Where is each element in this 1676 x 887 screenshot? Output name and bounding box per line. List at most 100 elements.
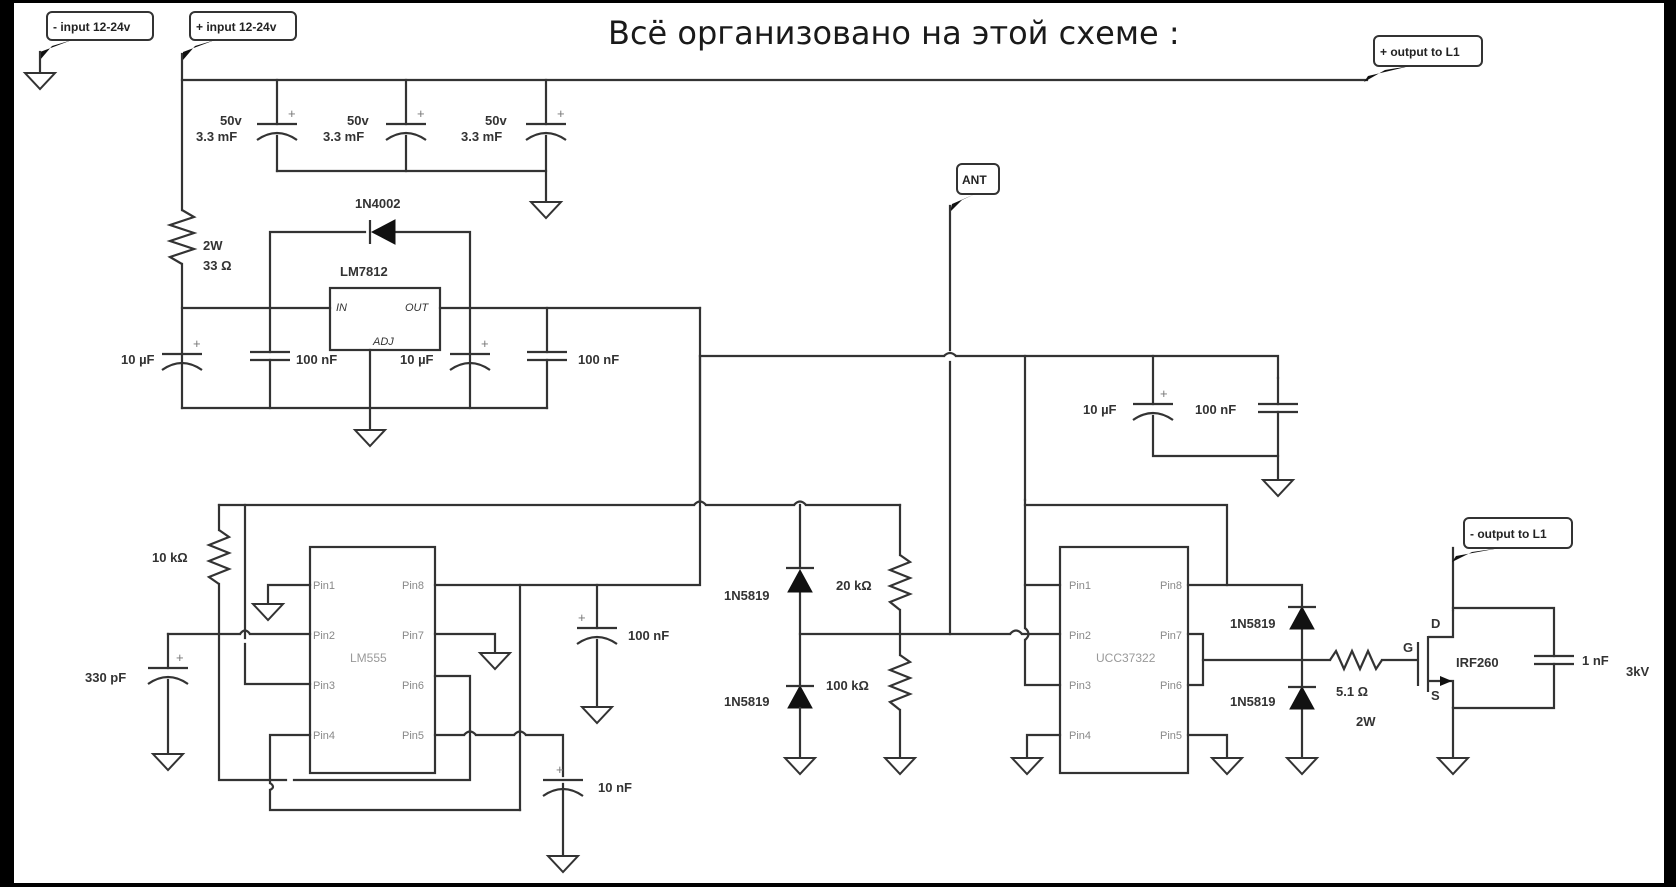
reg-cap-10uf-out: + 10 µF: [400, 336, 491, 371]
svg-text:IN: IN: [336, 302, 347, 314]
diode-1n5819-drv-top: 1N5819: [1230, 605, 1316, 631]
svg-text:10 kΩ: 10 kΩ: [152, 550, 188, 565]
svg-text:Pin8: Pin8: [1160, 580, 1182, 592]
svg-text:+: +: [193, 336, 201, 351]
diode-1n5819-ant-bottom: 1N5819: [724, 684, 814, 760]
input-cap-2: + 50v 3.3 mF: [323, 78, 427, 173]
svg-text:+: +: [481, 336, 489, 351]
schematic-title: Всё организовано на этой схеме :: [608, 14, 1180, 52]
svg-text:+: +: [417, 106, 425, 121]
paper-background: [14, 3, 1664, 883]
svg-text:Pin5: Pin5: [1160, 730, 1182, 742]
svg-text:+: +: [556, 762, 564, 777]
svg-text:50v: 50v: [220, 113, 242, 128]
pos-output-tag: + output to L1: [1364, 35, 1483, 82]
svg-text:10 µF: 10 µF: [121, 352, 155, 367]
svg-text:10 nF: 10 nF: [598, 780, 632, 795]
snubber-cap-1nf: 1 nF 3kV: [1534, 653, 1649, 679]
svg-text:50v: 50v: [347, 113, 369, 128]
ucc37322-driver: UCC37322 Pin1 Pin2 Pin3 Pin4 Pin8 Pin7 P…: [1058, 545, 1190, 775]
svg-text:OUT: OUT: [405, 302, 430, 314]
svg-text:3kV: 3kV: [1626, 664, 1649, 679]
svg-text:100 nF: 100 nF: [296, 352, 337, 367]
svg-text:Pin2: Pin2: [313, 630, 335, 642]
input-cap-1: + 50v 3.3 mF: [196, 78, 298, 173]
svg-text:33 Ω: 33 Ω: [203, 258, 232, 273]
svg-text:Pin6: Pin6: [402, 680, 424, 692]
diode-1n4002: 1N4002: [355, 196, 401, 245]
svg-text:3.3 mF: 3.3 mF: [461, 129, 502, 144]
timer-cap-10nf: + 10 nF: [542, 762, 632, 857]
svg-text:100 kΩ: 100 kΩ: [826, 678, 869, 693]
diode-1n5819-ant-top: 1N5819: [724, 503, 814, 694]
resistor-10k: 10 kΩ: [152, 529, 232, 585]
svg-text:2W: 2W: [203, 238, 223, 253]
svg-text:UCC37322: UCC37322: [1096, 651, 1156, 665]
svg-text:G: G: [1403, 640, 1413, 655]
svg-text:10 µF: 10 µF: [400, 352, 434, 367]
svg-text:LM7812: LM7812: [340, 264, 388, 279]
driver-cap-10uf: + 10 µF: [1083, 386, 1174, 421]
driver-cap-100nf: 100 nF: [1195, 376, 1298, 480]
svg-text:ADJ: ADJ: [372, 336, 394, 348]
svg-text:20 kΩ: 20 kΩ: [836, 578, 872, 593]
svg-text:1N5819: 1N5819: [1230, 694, 1276, 709]
svg-text:100 nF: 100 nF: [628, 628, 669, 643]
svg-text:1N5819: 1N5819: [1230, 616, 1276, 631]
svg-text:1N5819: 1N5819: [724, 588, 770, 603]
svg-text:Pin1: Pin1: [313, 580, 335, 592]
svg-text:+: +: [578, 610, 586, 625]
resistor-20k: 20 kΩ: [836, 554, 913, 611]
svg-text:Pin7: Pin7: [402, 630, 424, 642]
svg-text:Pin5: Pin5: [402, 730, 424, 742]
svg-text:+: +: [288, 106, 296, 121]
svg-text:+: +: [176, 650, 184, 665]
svg-text:IRF260: IRF260: [1456, 655, 1499, 670]
lm555-timer: LM555 Pin1 Pin2 Pin3 Pin4 Pin8 Pin7 Pin6…: [308, 545, 437, 775]
svg-text:100 nF: 100 nF: [1195, 402, 1236, 417]
resistor-33ohm: 2W 33 Ω: [166, 209, 232, 273]
input-cap-3: + 50v 3.3 mF: [461, 78, 567, 173]
svg-text:3.3 mF: 3.3 mF: [196, 129, 237, 144]
pos-input-tag: + input 12-24v: [183, 11, 297, 60]
pos-input-label: + input 12-24v: [196, 20, 277, 34]
neg-output-tag: - output to L1: [1452, 517, 1573, 562]
diode-1n5819-drv-bottom: 1N5819: [1230, 685, 1316, 710]
svg-text:+: +: [1160, 386, 1168, 401]
svg-text:3.3 mF: 3.3 mF: [323, 129, 364, 144]
svg-text:5.1 Ω: 5.1 Ω: [1336, 684, 1368, 699]
svg-text:S: S: [1431, 688, 1440, 703]
reg-cap-100nf-in: 100 nF: [250, 306, 337, 410]
svg-text:10 µF: 10 µF: [1083, 402, 1117, 417]
svg-text:1N4002: 1N4002: [355, 196, 401, 211]
resistor-gate-5r1: 5.1 Ω 2W: [1329, 648, 1383, 729]
neg-input-label: - input 12-24v: [53, 20, 131, 34]
svg-text:Pin2: Pin2: [1069, 630, 1091, 642]
antenna-tag: ANT: [950, 163, 1000, 212]
neg-input-tag: - input 12-24v: [40, 11, 154, 60]
svg-text:1 nF: 1 nF: [1582, 653, 1609, 668]
svg-text:Pin6: Pin6: [1160, 680, 1182, 692]
svg-text:Pin3: Pin3: [313, 680, 335, 692]
svg-text:100 nF: 100 nF: [578, 352, 619, 367]
svg-text:1N5819: 1N5819: [724, 694, 770, 709]
svg-text:Pin4: Pin4: [1069, 730, 1091, 742]
svg-text:LM555: LM555: [350, 651, 387, 665]
svg-text:330 pF: 330 pF: [85, 670, 126, 685]
svg-text:+: +: [557, 106, 565, 121]
neg-output-label: - output to L1: [1470, 527, 1547, 541]
reg-cap-100nf-out: 100 nF: [527, 306, 619, 410]
svg-text:Pin1: Pin1: [1069, 580, 1091, 592]
timer-cap-330pf: + 330 pF: [85, 650, 189, 685]
mosfet-irf260: D G S IRF260: [1403, 610, 1499, 708]
antenna-label: ANT: [962, 173, 987, 187]
svg-text:Pin7: Pin7: [1160, 630, 1182, 642]
svg-text:50v: 50v: [485, 113, 507, 128]
svg-text:Pin4: Pin4: [313, 730, 335, 742]
reg-cap-10uf-in: + 10 µF: [121, 336, 203, 371]
timer-cap-100nf: + 100 nF: [576, 583, 669, 708]
svg-text:Pin3: Pin3: [1069, 680, 1091, 692]
svg-text:D: D: [1431, 616, 1440, 631]
pos-output-label: + output to L1: [1380, 45, 1460, 59]
